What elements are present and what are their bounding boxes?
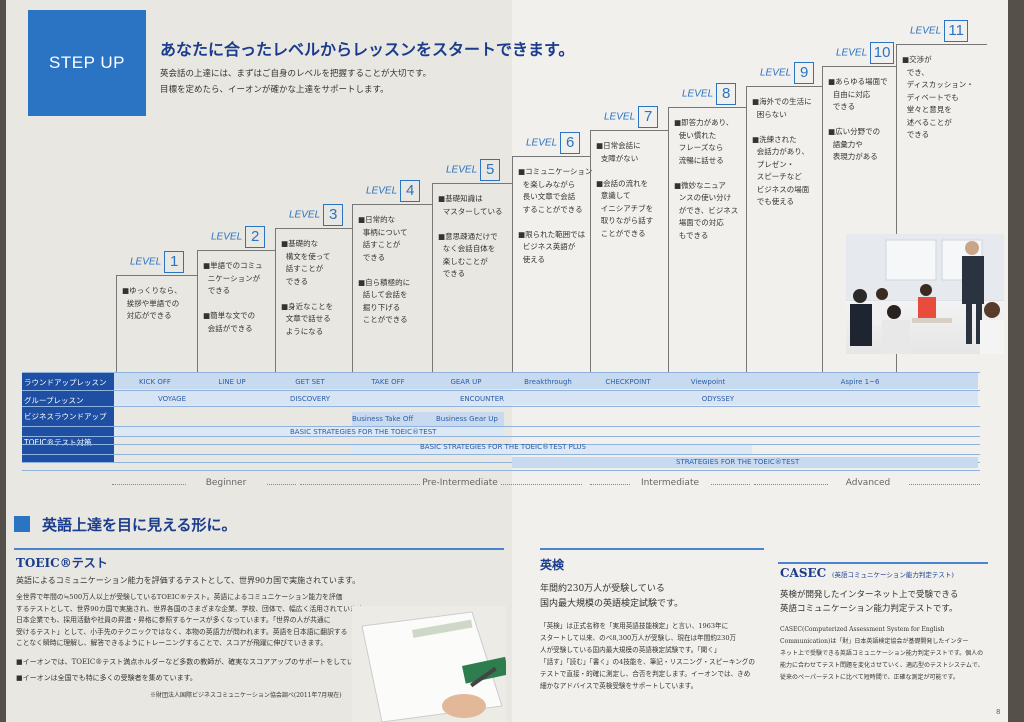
group-course: ENCOUNTER xyxy=(460,395,504,403)
intro-line-2: 目標を定めたら、イーオンが確かな上達をサポートします。 xyxy=(160,85,389,95)
study-book-illustration xyxy=(352,606,506,722)
intro-text: 英会話の上達には、まずはご自身のレベルを把握することが大切です。 目標を定めたら… xyxy=(160,66,490,98)
row-label-group: グループレッスン xyxy=(24,396,84,405)
toeic-note-2: ■イーオンは全国でも特に多くの受験者を集めています。 xyxy=(16,674,197,682)
grid-rule xyxy=(22,444,980,445)
eiken-lead-2: 国内最大規模の英語検定試験です。 xyxy=(540,599,684,609)
roundup-course: Aspire 1~6 xyxy=(840,378,880,386)
eiken-title: 英検 xyxy=(540,558,565,572)
grid-rule xyxy=(22,454,980,455)
grid-rule xyxy=(22,372,980,373)
toeic-basic-bar xyxy=(114,427,504,436)
left-page xyxy=(6,0,512,722)
casec-subtitle: (英語コミュニケーション能力判定テスト) xyxy=(832,571,954,579)
business-course: Business Gear Up xyxy=(436,415,498,423)
roundup-course: LINE UP xyxy=(218,378,246,386)
casec-body: CASEC(Computerized Assessment System for… xyxy=(780,626,984,681)
business-course: Business Take Off xyxy=(352,415,414,423)
section-title: 英語上達を目に見える形に。 xyxy=(42,516,237,534)
toeic-body: 全世界で年間の≒500万人以上が受験しているTOEIC®テスト。英語によるコミュ… xyxy=(16,593,370,647)
group-course: ODYSSEY xyxy=(701,395,735,403)
casec-top-rule xyxy=(778,562,988,564)
business-bar xyxy=(352,412,504,426)
toeic-course: BASIC STRATEGIES FOR THE TOEIC®TEST xyxy=(290,428,437,436)
casec-lead-1: 英検が開発したインターネット上で受験できる xyxy=(780,590,959,600)
roundup-course: Breakthrough xyxy=(524,378,572,386)
group-course: VOYAGE xyxy=(157,395,187,403)
row-label-toeic: TOEIC®テスト対策 xyxy=(24,438,92,447)
study-book-photo xyxy=(352,606,506,722)
roundup-course: CHECKPOINT xyxy=(605,378,651,386)
intro-line-1: 英会話の上達には、まずはご自身のレベルを把握することが大切です。 xyxy=(160,69,432,79)
eiken-top-rule xyxy=(540,548,764,550)
right-page xyxy=(512,0,1008,722)
axis-label: Advanced xyxy=(828,478,908,488)
row-label-roundup: ラウンドアップレッスン xyxy=(24,378,107,387)
group-bar xyxy=(114,391,978,405)
toeic-course: BASIC STRATEGIES FOR THE TOEIC®TEST PLUS xyxy=(420,443,586,451)
roundup-course: Viewpoint xyxy=(690,378,726,386)
grid-rule xyxy=(22,462,980,463)
grid-rule xyxy=(22,390,980,391)
axis-label: Intermediate xyxy=(630,478,710,488)
axis-label: Pre-Intermediate xyxy=(420,478,500,488)
classroom-photo xyxy=(846,234,1004,354)
step-up-label: STEP UP xyxy=(49,53,125,72)
toeic-lead: 英語によるコミュニケーション能力を評価するテストとして、世界90カ国で実施されて… xyxy=(16,576,361,585)
roundup-course: KICK OFF xyxy=(139,378,171,386)
roundup-bar xyxy=(114,373,978,389)
roundup-course: TAKE OFF xyxy=(371,378,405,386)
toeic-strategies-bar xyxy=(512,457,978,468)
toeic-course: STRATEGIES FOR THE TOEIC®TEST xyxy=(676,458,800,466)
toeic-plus-bar xyxy=(352,445,752,454)
group-course: DISCOVERY xyxy=(289,395,331,403)
toeic-top-rule xyxy=(14,548,504,550)
toeic-source: ※財団法人国際ビジネスコミュニケーション協会調べ(2011年7月現在) xyxy=(150,692,342,699)
roundup-course: GEAR UP xyxy=(450,378,482,386)
section-marker xyxy=(14,516,30,532)
grid-rule xyxy=(22,470,980,471)
grid-rule xyxy=(22,406,980,407)
eiken-lead-1: 年間約230万人が受験している xyxy=(540,584,665,594)
course-category-column xyxy=(22,372,114,462)
page-headline: あなたに合ったレベルからレッスンをスタートできます。 xyxy=(160,40,575,59)
casec-lead-2: 英語コミュニケーション能力判定テストです。 xyxy=(780,604,958,614)
page-number: 8 xyxy=(996,708,1001,716)
grid-rule xyxy=(22,436,980,437)
classroom-photo-illustration xyxy=(846,234,1004,354)
toeic-note-1: ■イーオンでは、TOEIC®テスト満点ホルダーなど多数の教師が、確実なスコアアッ… xyxy=(16,658,375,666)
grid-rule xyxy=(22,426,980,427)
toeic-title: TOEIC®テスト xyxy=(16,556,108,570)
casec-title: CASEC xyxy=(780,566,827,580)
axis-label: Beginner xyxy=(186,478,266,488)
roundup-course: GET SET xyxy=(295,378,325,386)
eiken-body: 「英検」は正式名称を「実用英語技能検定」と言い、1963年に スタートして以来、… xyxy=(540,622,755,690)
step-up-badge: STEP UP xyxy=(28,10,146,116)
row-label-business: ビジネスラウンドアップ xyxy=(24,412,107,421)
